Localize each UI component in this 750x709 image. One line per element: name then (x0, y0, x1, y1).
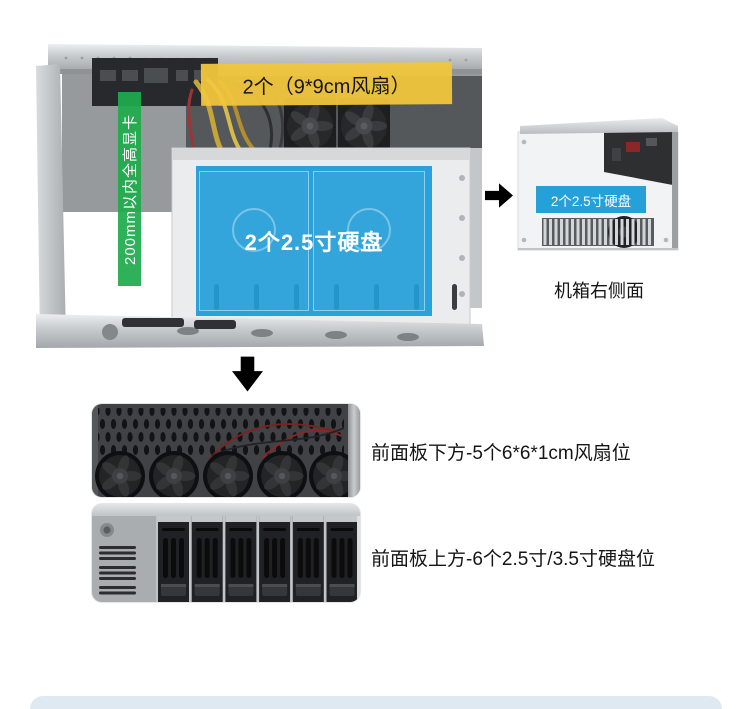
arrow-right-icon (485, 182, 513, 209)
top-fan-label: 2个（9*9cm风扇） (200, 62, 453, 106)
hdd-area-text: 2个2.5寸硬盘 (244, 230, 384, 255)
gpu-clearance-text: 200mm以内全高显卡 (122, 113, 139, 265)
ssd-outline-right (313, 171, 425, 311)
drive-bay-caption: 前面板上方-6个2.5寸/3.5寸硬盘位 (371, 549, 655, 570)
fan-position-caption: 前面板下方-5个6*6*1cm风扇位 (371, 443, 631, 464)
front-fan-panel-drawing (92, 404, 360, 497)
case-side-view-photo: 2个2.5寸硬盘 (514, 106, 684, 266)
front-fan-panel-photo (92, 404, 360, 497)
hdd-area-label: 2个2.5寸硬盘 (196, 166, 432, 316)
ssd-outline-left (199, 171, 309, 311)
case-top-view-photo: 200mm以内全高显卡 2个（9*9cm风扇） 2个2.5寸硬盘 (36, 38, 484, 348)
drive-bay-panel-drawing (92, 504, 360, 602)
gpu-clearance-label: 200mm以内全高显卡 (118, 92, 141, 286)
next-section-bar (30, 696, 722, 709)
side-hdd-label: 2个2.5寸硬盘 (536, 186, 646, 213)
arrow-down-icon (232, 356, 263, 392)
ssd-emblem-icon (232, 207, 276, 252)
ssd-emblem-icon (347, 207, 391, 252)
side-view-caption: 机箱右侧面 (554, 281, 644, 301)
side-hdd-text: 2个2.5寸硬盘 (550, 193, 632, 209)
top-fan-text: 2个（9*9cm风扇） (242, 74, 411, 99)
drive-bay-panel-photo (92, 504, 360, 602)
